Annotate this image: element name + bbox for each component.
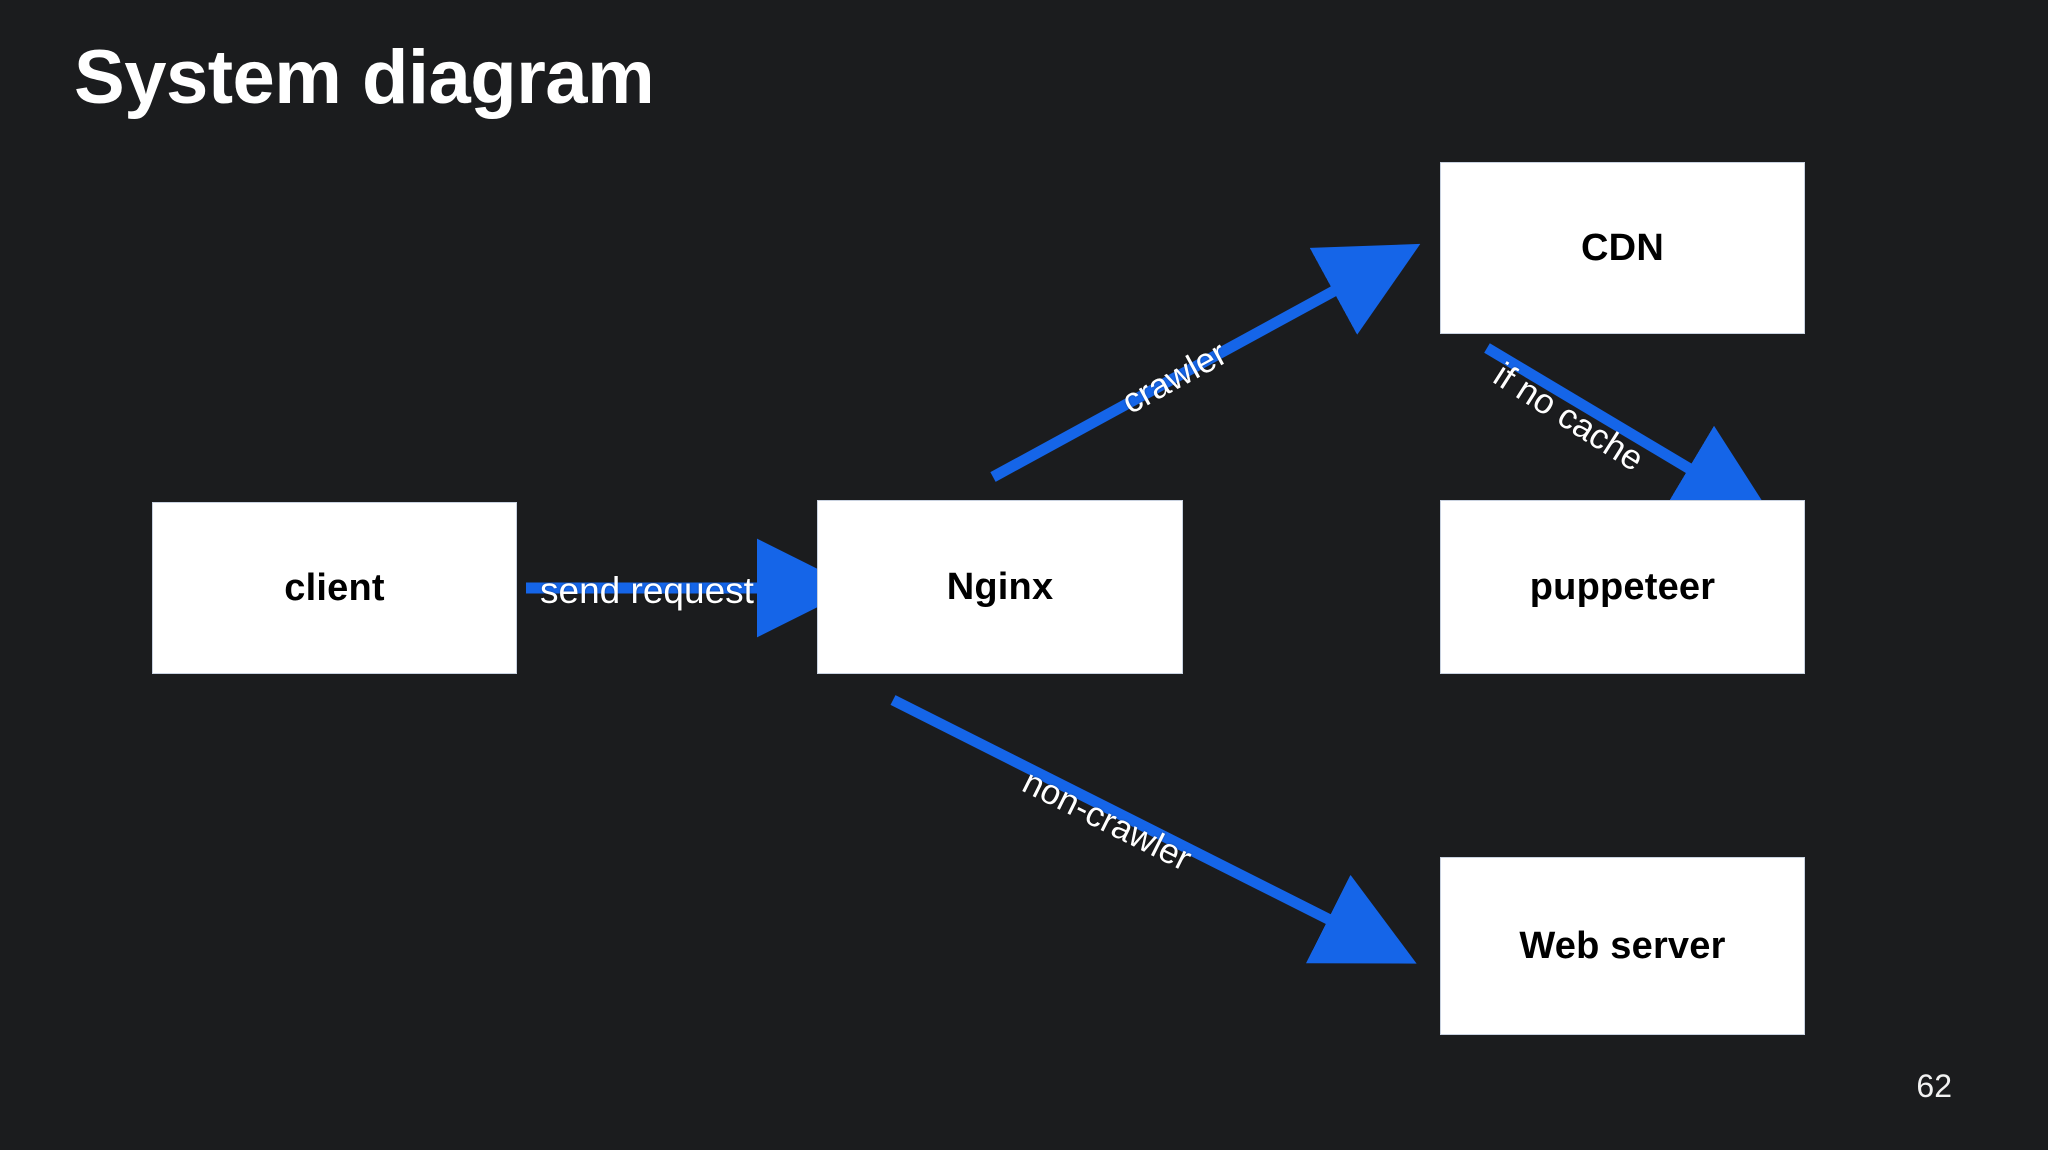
edge-label-send-request: send request [540, 570, 754, 611]
node-client-label: client [284, 566, 385, 609]
node-cdn[interactable]: CDN [1440, 162, 1805, 334]
node-nginx-label: Nginx [946, 565, 1054, 608]
node-client[interactable]: client [152, 502, 517, 674]
node-nginx[interactable]: Nginx [817, 500, 1183, 674]
edge-label-crawler: crawler [1115, 333, 1234, 422]
node-puppeteer[interactable]: puppeteer [1440, 500, 1805, 674]
edge-label-non-crawler: non-crawler [1016, 762, 1198, 879]
node-web-server-label: Web server [1519, 924, 1726, 967]
edge-label-if-no-cache: if no cache [1486, 355, 1651, 479]
node-cdn-label: CDN [1581, 226, 1664, 269]
node-puppeteer-label: puppeteer [1529, 565, 1716, 608]
page-title: System diagram [74, 35, 655, 120]
node-web-server[interactable]: Web server [1440, 857, 1805, 1035]
page-number: 62 [1916, 1068, 1952, 1104]
